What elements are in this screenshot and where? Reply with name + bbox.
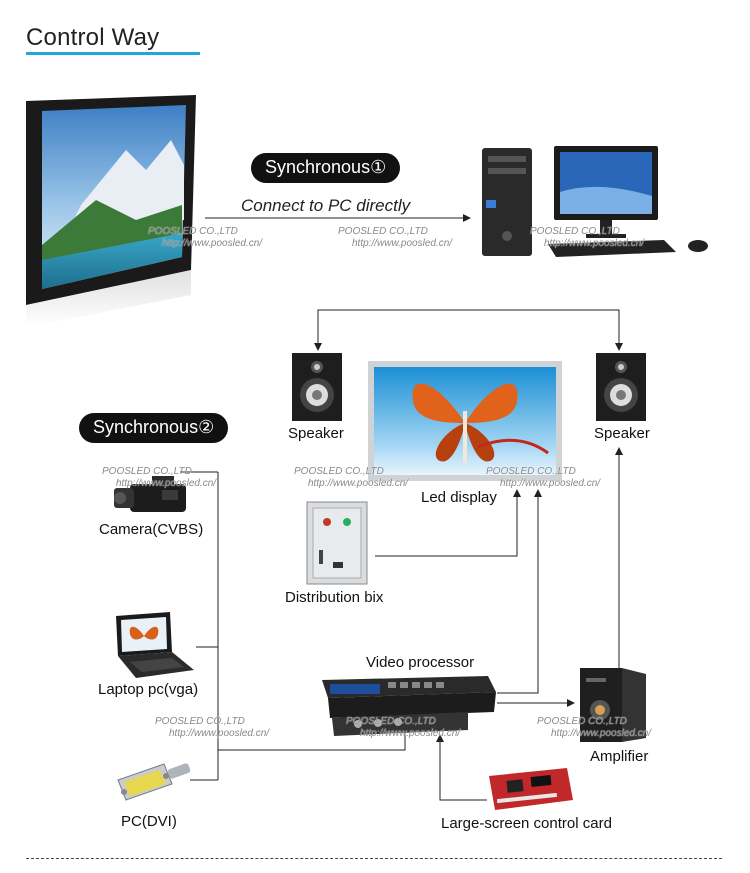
camera-label: Camera(CVBS)	[99, 521, 204, 538]
sync2-pill: Synchronous②	[79, 413, 229, 443]
led-panel-icon	[26, 95, 196, 327]
sync1-pill: Synchronous①	[251, 153, 401, 183]
bottom-divider	[26, 858, 722, 859]
card-to-vp-arrow	[436, 734, 487, 801]
camera-icon	[114, 476, 186, 512]
led-display-label: Led display	[421, 489, 497, 506]
laptop-icon	[116, 612, 194, 678]
vp-to-display-arrow	[497, 489, 542, 694]
speaker-icon	[596, 353, 646, 421]
control-card-label: Large-screen control card	[441, 815, 612, 832]
desktop-computer-icon	[482, 146, 708, 257]
sync1-note: Connect to PC directly	[241, 196, 411, 215]
dvi-connector-icon	[117, 763, 191, 801]
control-card-icon	[489, 768, 573, 810]
video-processor-label: Video processor	[366, 654, 475, 671]
dist-to-display-arrow	[375, 489, 521, 557]
speaker-left-label: Speaker	[288, 425, 344, 442]
page-title: Control Way	[26, 24, 160, 51]
title-underline	[26, 52, 200, 55]
video-processor-icon	[322, 676, 496, 736]
amplifier-label: Amplifier	[590, 748, 649, 765]
pc-dvi-label: PC(DVI)	[121, 813, 177, 830]
led-display-icon	[368, 361, 562, 481]
speaker-icon	[292, 353, 342, 421]
distribution-cabinet-icon	[306, 501, 368, 585]
amplifier-icon	[580, 668, 646, 742]
distribution-label: Distribution bix	[285, 589, 384, 606]
speaker-right-label: Speaker	[594, 425, 650, 442]
laptop-label: Laptop pc(vga)	[98, 681, 199, 698]
speaker-right-arrow	[317, 309, 623, 351]
